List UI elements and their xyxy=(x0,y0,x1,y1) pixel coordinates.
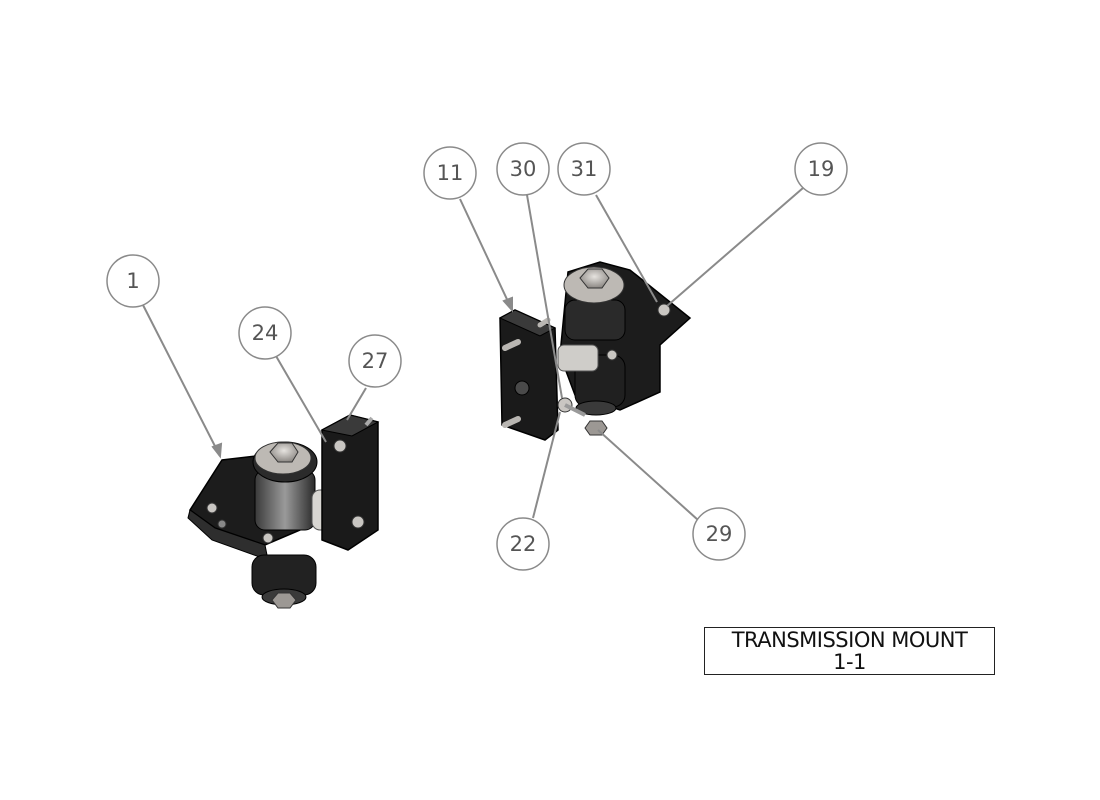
balloon-1: 1 xyxy=(106,254,160,308)
title-block: TRANSMISSION MOUNT 1-1 xyxy=(704,627,995,675)
plate-hole xyxy=(514,380,530,396)
svg-text:24: 24 xyxy=(252,321,279,345)
balloon-27: 27 xyxy=(348,334,402,388)
stud xyxy=(502,416,521,428)
stud xyxy=(537,317,551,328)
leader-line xyxy=(597,429,699,521)
lower-nut xyxy=(584,420,608,436)
leader-line xyxy=(666,187,804,307)
bolt-head xyxy=(262,532,274,544)
balloon-11: 11 xyxy=(423,146,477,200)
front-plate-edge xyxy=(498,309,557,337)
svg-text:27: 27 xyxy=(362,349,389,373)
left-mount-assembly xyxy=(187,414,380,609)
leader-line xyxy=(526,194,563,399)
svg-text:11: 11 xyxy=(437,161,464,185)
rubber-bushing xyxy=(564,299,626,341)
balloon-22: 22 xyxy=(496,517,550,571)
leader-line xyxy=(142,304,221,457)
balloon-24: 24 xyxy=(238,306,292,360)
svg-text:1: 1 xyxy=(126,269,139,293)
bolt-head xyxy=(333,439,347,453)
balloons: 1 24 27 11 30 31 19 22 xyxy=(106,142,848,571)
svg-text:29: 29 xyxy=(706,522,733,546)
svg-text:30: 30 xyxy=(510,157,537,181)
sheet-number: 1-1 xyxy=(833,650,866,674)
balloon-19: 19 xyxy=(794,142,848,196)
leader-line xyxy=(275,355,327,443)
leader-arrow xyxy=(502,296,513,313)
leader-line xyxy=(459,198,513,311)
svg-text:31: 31 xyxy=(571,157,598,181)
lower-washer xyxy=(575,400,617,416)
leader-line xyxy=(595,194,658,303)
bolt-head xyxy=(657,303,671,317)
leader-lines xyxy=(142,187,804,521)
bolt-head xyxy=(606,349,618,361)
right-mount-assembly xyxy=(498,261,692,441)
svg-text:22: 22 xyxy=(510,532,537,556)
bolt-head xyxy=(217,519,227,529)
svg-text:19: 19 xyxy=(808,157,835,181)
leader-line xyxy=(532,411,561,519)
stud xyxy=(502,339,521,351)
balloon-29: 29 xyxy=(692,507,746,561)
leader-arrow xyxy=(211,442,223,459)
lower-nut xyxy=(271,592,297,609)
stud xyxy=(364,416,374,427)
side-plate-edge xyxy=(320,414,380,437)
leader-line xyxy=(346,387,367,421)
bolt-shank xyxy=(564,403,586,417)
balloon-31: 31 xyxy=(557,142,611,196)
spacer xyxy=(557,344,599,372)
bolt-head xyxy=(206,502,218,514)
drawing-title: TRANSMISSION MOUNT xyxy=(731,628,968,652)
bolt-head xyxy=(351,515,365,529)
balloon-30: 30 xyxy=(496,142,550,196)
top-nut xyxy=(269,442,299,463)
top-nut xyxy=(579,268,610,289)
